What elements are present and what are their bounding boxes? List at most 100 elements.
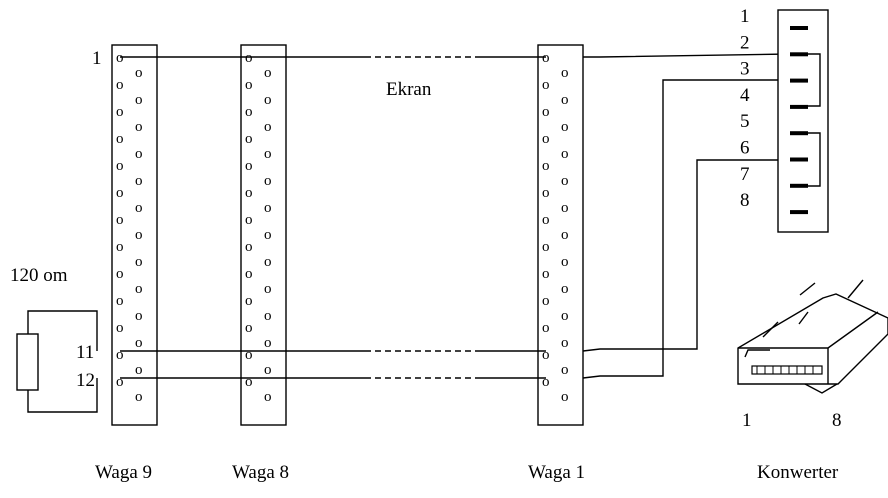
waga1-terminal: o	[561, 362, 569, 378]
waga1-terminal: o	[542, 293, 550, 309]
waga8-terminal: o	[245, 347, 253, 363]
resistor-120-om	[16, 310, 98, 413]
waga8-terminal: o	[264, 227, 272, 243]
waga1-terminal: o	[542, 185, 550, 201]
waga9-terminal: o	[135, 389, 143, 405]
plug-pin-1-label: 1	[742, 410, 752, 431]
plug-pin-8-label: 8	[832, 410, 842, 431]
waga9-terminal: o	[116, 185, 124, 201]
waga1-terminal: o	[561, 146, 569, 162]
waga9-terminal: o	[135, 281, 143, 297]
waga9-terminal: o	[135, 92, 143, 108]
waga8-terminal: o	[264, 146, 272, 162]
waga1-terminal: o	[561, 335, 569, 351]
waga9-terminal: o	[135, 173, 143, 189]
waga-9-label: Waga 9	[95, 462, 152, 483]
waga1-terminal: o	[561, 173, 569, 189]
socket-slot	[790, 52, 808, 57]
socket-pin-label: 3	[740, 59, 750, 80]
waga1-terminal: o	[542, 266, 550, 282]
socket-slot	[790, 131, 808, 136]
waga1-terminal: o	[542, 77, 550, 93]
waga1-terminal: o	[542, 347, 550, 363]
waga8-terminal: o	[245, 50, 253, 66]
waga8-terminal: o	[245, 158, 253, 174]
waga8-terminal: o	[245, 320, 253, 336]
waga1-terminal: o	[542, 374, 550, 390]
socket-slot	[790, 210, 808, 215]
wire-pin1	[120, 53, 791, 58]
socket-pin-label: 8	[740, 190, 750, 211]
waga1-terminal: o	[561, 281, 569, 297]
waga9-terminal: o	[116, 77, 124, 93]
socket-pin-label: 2	[740, 32, 750, 53]
waga8-terminal: o	[264, 308, 272, 324]
waga1-terminal: o	[561, 389, 569, 405]
waga9-terminal: o	[116, 293, 124, 309]
waga-1-label: Waga 1	[528, 462, 585, 483]
ekran-label: Ekran	[386, 79, 432, 100]
socket-pin-label: 5	[740, 111, 750, 132]
waga8-terminal: o	[264, 389, 272, 405]
socket-pin-label: 1	[740, 6, 750, 27]
wire-pin12	[120, 79, 790, 379]
waga-8-label: Waga 8	[232, 462, 289, 483]
pin-1-label: 1	[92, 48, 102, 69]
waga1-terminal: o	[542, 158, 550, 174]
waga9-terminal: o	[116, 212, 124, 228]
waga9-terminal: o	[135, 227, 143, 243]
waga8-terminal: o	[245, 374, 253, 390]
waga9-terminal: o	[135, 362, 143, 378]
pin-11-label: 11	[76, 342, 94, 363]
waga1-terminal: o	[542, 104, 550, 120]
waga8-terminal: o	[245, 266, 253, 282]
waga9-terminal: o	[116, 131, 124, 147]
waga1-terminal: o	[542, 212, 550, 228]
waga8-terminal: o	[245, 77, 253, 93]
waga9-terminal: o	[116, 239, 124, 255]
socket-slot	[790, 104, 808, 109]
pin-12-label: 12	[76, 370, 95, 391]
waga8-terminal: o	[264, 362, 272, 378]
waga1-terminal: o	[561, 92, 569, 108]
resistor-label: 120 om	[10, 265, 68, 286]
waga9-terminal: o	[116, 374, 124, 390]
socket-slot	[790, 183, 808, 188]
socket-slot	[790, 157, 808, 162]
waga9-terminal: o	[116, 158, 124, 174]
waga1-terminal: o	[561, 65, 569, 81]
waga8-terminal: o	[264, 173, 272, 189]
waga1-terminal: o	[542, 239, 550, 255]
wire-pin11	[120, 159, 790, 352]
waga9-terminal: o	[135, 65, 143, 81]
waga1-terminal: o	[561, 119, 569, 135]
socket-slot	[790, 78, 808, 83]
waga8-terminal: o	[245, 104, 253, 120]
waga9-terminal: o	[135, 146, 143, 162]
waga9-terminal: o	[135, 308, 143, 324]
socket-pin-label: 6	[740, 138, 750, 159]
waga1-terminal: o	[561, 308, 569, 324]
waga9-terminal: o	[116, 266, 124, 282]
waga8-terminal: o	[264, 281, 272, 297]
waga9-terminal: o	[116, 347, 124, 363]
waga9-terminal: o	[135, 335, 143, 351]
socket-slot	[790, 26, 808, 30]
socket-pin-label: 4	[740, 85, 750, 106]
waga8-terminal: o	[264, 200, 272, 216]
waga1-terminal: o	[561, 200, 569, 216]
waga8-terminal: o	[264, 335, 272, 351]
konwerter-label: Konwerter	[757, 462, 839, 483]
waga8-terminal: o	[245, 239, 253, 255]
waga8-terminal: o	[264, 65, 272, 81]
socket-pin-label: 7	[740, 164, 750, 185]
waga1-terminal: o	[561, 254, 569, 270]
waga9-terminal: o	[135, 119, 143, 135]
waga8-terminal: o	[245, 212, 253, 228]
waga9-terminal: o	[116, 320, 124, 336]
waga9-terminal: o	[116, 50, 124, 66]
waga9-terminal: o	[116, 104, 124, 120]
waga1-terminal: o	[561, 227, 569, 243]
